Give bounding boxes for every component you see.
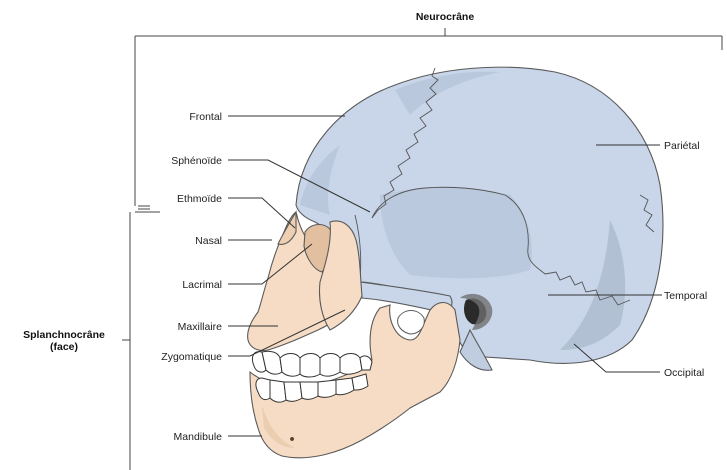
label-parietal: Pariétal	[664, 140, 700, 152]
label-neurocranium: Neurocrâne	[416, 11, 475, 23]
label-lacrimal: Lacrimal	[182, 279, 222, 291]
label-nasal: Nasal	[195, 235, 222, 247]
label-ethmoid: Ethmoïde	[177, 193, 222, 205]
label-occipital: Occipital	[664, 367, 704, 379]
cranium	[296, 67, 663, 370]
label-sphenoid: Sphénoïde	[171, 155, 222, 167]
cranium-shade-temporal	[380, 188, 532, 279]
label-splanchnocranium: Splanchnocrâne	[23, 329, 105, 341]
label-splanchnocranium-sub: (face)	[50, 341, 78, 353]
leader-ethmoid	[228, 198, 295, 228]
label-maxilla: Maxillaire	[178, 321, 223, 333]
mandibular-notch	[398, 311, 425, 335]
label-frontal: Frontal	[189, 111, 222, 123]
label-temporal: Temporal	[664, 290, 707, 302]
upper-teeth	[252, 351, 372, 377]
mental-foramen	[290, 437, 294, 441]
label-zygomatic: Zygomatique	[161, 351, 222, 363]
splanchnocranium-bracket	[122, 206, 160, 470]
label-mandible: Mandibule	[174, 431, 223, 443]
